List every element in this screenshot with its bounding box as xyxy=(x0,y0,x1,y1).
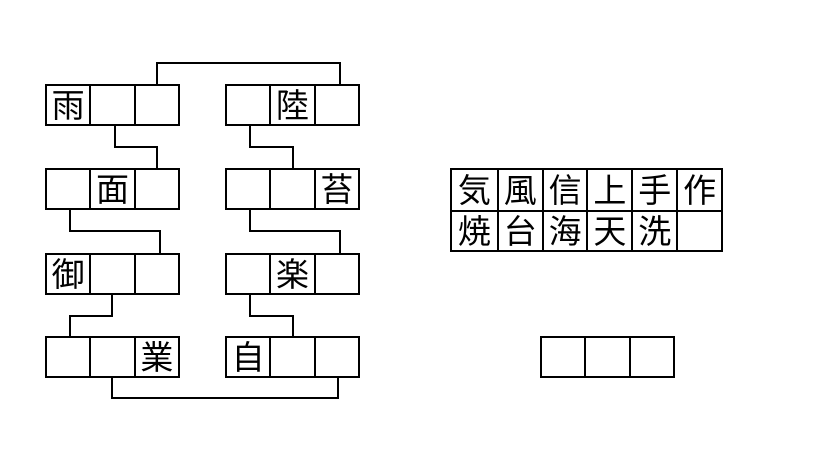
connector-left-2-3 xyxy=(69,209,161,254)
clue-cell: 陸 xyxy=(269,86,313,124)
empty-cell[interactable] xyxy=(133,86,178,124)
empty-cell[interactable] xyxy=(133,170,178,208)
empty-cell[interactable] xyxy=(89,338,133,376)
empty-cell[interactable] xyxy=(227,86,269,124)
empty-cell[interactable] xyxy=(133,255,178,293)
bank-tile[interactable]: 台 xyxy=(496,210,542,250)
bank-tile[interactable]: 作 xyxy=(676,170,721,210)
clue-cell: 御 xyxy=(51,255,85,293)
chain-box-right-3: 楽 xyxy=(225,253,360,295)
bank-tile[interactable]: 天 xyxy=(586,210,632,250)
bank-tile[interactable]: 海 xyxy=(541,210,587,250)
chain-box-left-4: 業 xyxy=(45,336,180,378)
bank-tile[interactable]: 洗 xyxy=(631,210,677,250)
connector-bottom-link xyxy=(111,377,339,399)
bank-tile[interactable]: 上 xyxy=(586,170,631,210)
connector-right-2-3 xyxy=(249,209,341,254)
empty-cell[interactable] xyxy=(89,255,133,293)
empty-cell[interactable] xyxy=(269,338,313,376)
empty-cell[interactable] xyxy=(227,170,269,208)
clue-cell: 雨 xyxy=(51,86,85,124)
answer-cell[interactable] xyxy=(542,338,584,376)
empty-cell[interactable] xyxy=(269,170,313,208)
chain-box-left-2: 面 xyxy=(45,168,180,210)
clue-cell: 自 xyxy=(231,338,265,376)
connector-top-link xyxy=(156,62,341,85)
clue-cell: 面 xyxy=(89,170,133,208)
answer-cell[interactable] xyxy=(628,338,673,376)
chain-box-right-1: 陸 xyxy=(225,84,360,126)
connector-right-1-2 xyxy=(249,125,294,169)
bank-empty-slot xyxy=(676,210,721,250)
answer-cell[interactable] xyxy=(584,338,628,376)
bank-tile[interactable]: 信 xyxy=(541,170,587,210)
bank-tile[interactable]: 焼 xyxy=(452,210,497,250)
empty-cell[interactable] xyxy=(313,86,358,124)
chain-box-right-2: 苔 xyxy=(225,168,360,210)
empty-cell[interactable] xyxy=(47,338,89,376)
empty-cell[interactable] xyxy=(47,170,89,208)
bank-tile[interactable]: 手 xyxy=(631,170,676,210)
kanji-bank: 気 風 信 上 手 作 焼 台 海 天 洗 xyxy=(450,168,723,252)
clue-cell: 楽 xyxy=(269,255,313,293)
clue-cell: 業 xyxy=(133,338,178,376)
chain-box-left-3: 御 xyxy=(45,253,180,295)
empty-cell[interactable] xyxy=(313,338,358,376)
empty-cell[interactable] xyxy=(313,255,358,293)
empty-cell[interactable] xyxy=(227,255,269,293)
connector-left-1-2 xyxy=(114,125,158,169)
clue-cell: 苔 xyxy=(313,170,358,208)
connector-right-3-4 xyxy=(249,294,294,337)
bank-tile[interactable]: 気 xyxy=(457,170,491,210)
bank-tile[interactable]: 風 xyxy=(496,170,542,210)
chain-box-left-1: 雨 xyxy=(45,84,180,126)
answer-box xyxy=(540,336,675,378)
chain-box-right-4: 自 xyxy=(225,336,360,378)
empty-cell[interactable] xyxy=(89,86,133,124)
connector-left-3-4 xyxy=(69,294,113,337)
